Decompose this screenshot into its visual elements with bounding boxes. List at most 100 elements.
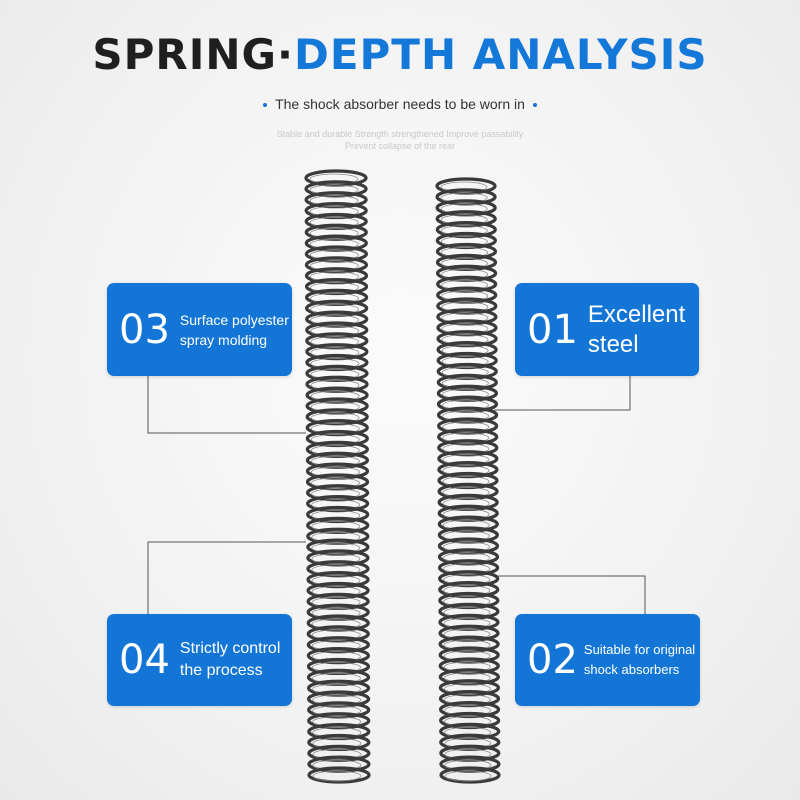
spring-coil-highlight	[441, 268, 488, 280]
spring-coil-highlight	[444, 694, 491, 706]
spring-coil-highlight	[311, 651, 361, 662]
title-part-spring: SPRING	[92, 30, 277, 79]
spring-coil-highlight	[311, 499, 361, 511]
spring-coil-highlight	[441, 345, 489, 357]
spring-coil-highlight	[444, 759, 492, 771]
spring-coil-highlight	[443, 672, 491, 684]
spring-coil-highlight	[310, 401, 360, 413]
spring-coil-highlight	[312, 727, 362, 738]
spring-coil-highlight	[311, 520, 361, 532]
spring-coil-highlight	[310, 434, 360, 445]
feature-text: Excellent steel	[588, 300, 685, 360]
spring-coil-highlight	[442, 530, 490, 542]
spring-coil-highlight	[311, 596, 361, 608]
spring-coil-highlight	[443, 541, 490, 553]
spring-coil-highlight	[309, 238, 359, 250]
spring-coil-highlight	[309, 206, 359, 217]
subtitle: The shock absorber needs to be worn in	[0, 96, 800, 112]
spring-coil-highlight	[310, 314, 360, 326]
tagline: Stable and durable Strength strengthened…	[0, 128, 800, 152]
spring-coil-highlight	[441, 290, 489, 302]
spring-coil-highlight	[311, 640, 361, 652]
spring-coil-highlight	[443, 650, 491, 662]
feature-text: Surface polyester spray molding	[180, 310, 289, 350]
spring-coil-highlight	[312, 662, 361, 673]
spring-coil-highlight	[444, 716, 492, 727]
spring-coil-highlight	[442, 476, 490, 487]
spring-coil-highlight	[442, 421, 490, 433]
feature-number: 02	[527, 637, 578, 683]
spring-coil-highlight	[441, 334, 489, 346]
spring-coil-highlight	[440, 225, 488, 237]
subtitle-text: The shock absorber needs to be worn in	[275, 96, 525, 112]
feature-line-1: Surface polyester	[179, 311, 289, 328]
spring-coil-highlight	[310, 390, 360, 402]
spring-left	[304, 169, 371, 784]
feature-line-1: Suitable for original	[583, 642, 696, 657]
spring-coil-highlight	[443, 596, 491, 607]
spring-coil-highlight	[312, 683, 361, 695]
spring-coil-highlight	[441, 301, 489, 313]
spring-coil-highlight	[441, 356, 489, 367]
spring-coil-highlight	[311, 618, 361, 630]
spring-coil-highlight	[312, 716, 362, 728]
spring-coil-highlight	[310, 282, 359, 293]
spring-coil-highlight	[311, 607, 361, 619]
spring-coil-highlight	[441, 367, 489, 378]
spring-coil	[439, 766, 501, 784]
spring-coil-highlight	[311, 477, 360, 489]
spring-coil-highlight	[312, 705, 362, 717]
feature-box-01: 01 Excellent steel	[515, 283, 699, 376]
spring-coil-highlight	[310, 379, 360, 391]
spring-right	[435, 177, 501, 784]
feature-text: Strictly control the process	[180, 638, 280, 682]
spring-coil-highlight	[442, 443, 490, 455]
spring-coil-highlight	[443, 606, 491, 618]
spring-coil-highlight	[441, 257, 488, 269]
spring-coil-highlight	[310, 358, 360, 369]
spring-coil-highlight	[440, 236, 488, 247]
spring-coil-highlight	[309, 195, 359, 207]
spring-coil-highlight	[311, 564, 361, 576]
spring-coil	[307, 766, 371, 784]
leader-line-04	[147, 541, 306, 614]
feature-line-2: shock absorbers	[583, 662, 680, 677]
bullet-dot-left	[263, 103, 268, 108]
spring-coil-highlight	[442, 508, 490, 520]
spring-coil-highlight	[310, 292, 360, 304]
spring-coil-highlight	[311, 488, 360, 500]
spring-coil-highlight	[444, 748, 492, 760]
feature-number: 01	[527, 306, 578, 353]
feature-line-1: Excellent	[587, 300, 686, 328]
spring-coil-highlight	[311, 510, 361, 521]
spring-coil-highlight	[310, 260, 359, 272]
spring-coil-highlight	[444, 770, 492, 782]
feature-line-1: Strictly control	[179, 640, 281, 657]
feature-number: 03	[119, 306, 170, 353]
spring-coil-highlight	[444, 737, 492, 749]
spring-coil-highlight	[442, 454, 490, 466]
spring-coil-highlight	[311, 586, 361, 597]
spring-coil-highlight	[310, 368, 360, 380]
title-part-depth-analysis: DEPTH ANALYSIS	[293, 30, 708, 79]
spring-coil-highlight	[440, 214, 488, 226]
spring-coil-highlight	[311, 542, 361, 554]
tagline-line-2: Prevent collapse of the rear	[344, 141, 456, 151]
feature-box-03: 03 Surface polyester spray molding	[107, 283, 292, 376]
spring-coil-highlight	[442, 519, 490, 531]
leader-line-01	[494, 376, 631, 411]
spring-coil-highlight	[311, 466, 360, 478]
spring-coil-highlight	[312, 694, 362, 706]
spring-coil-highlight	[311, 575, 361, 587]
spring-coil-highlight	[442, 487, 490, 498]
spring-coil-highlight	[442, 465, 490, 476]
feature-number: 04	[119, 637, 170, 683]
feature-line-2: steel	[587, 330, 639, 358]
spring-coil-highlight	[312, 759, 362, 771]
spring-coil-highlight	[311, 455, 360, 467]
bullet-dot-right	[532, 103, 537, 108]
spring-coil-highlight	[443, 563, 490, 575]
page-title: SPRING·DEPTH ANALYSIS	[0, 30, 800, 79]
spring-coil-highlight	[443, 628, 491, 640]
